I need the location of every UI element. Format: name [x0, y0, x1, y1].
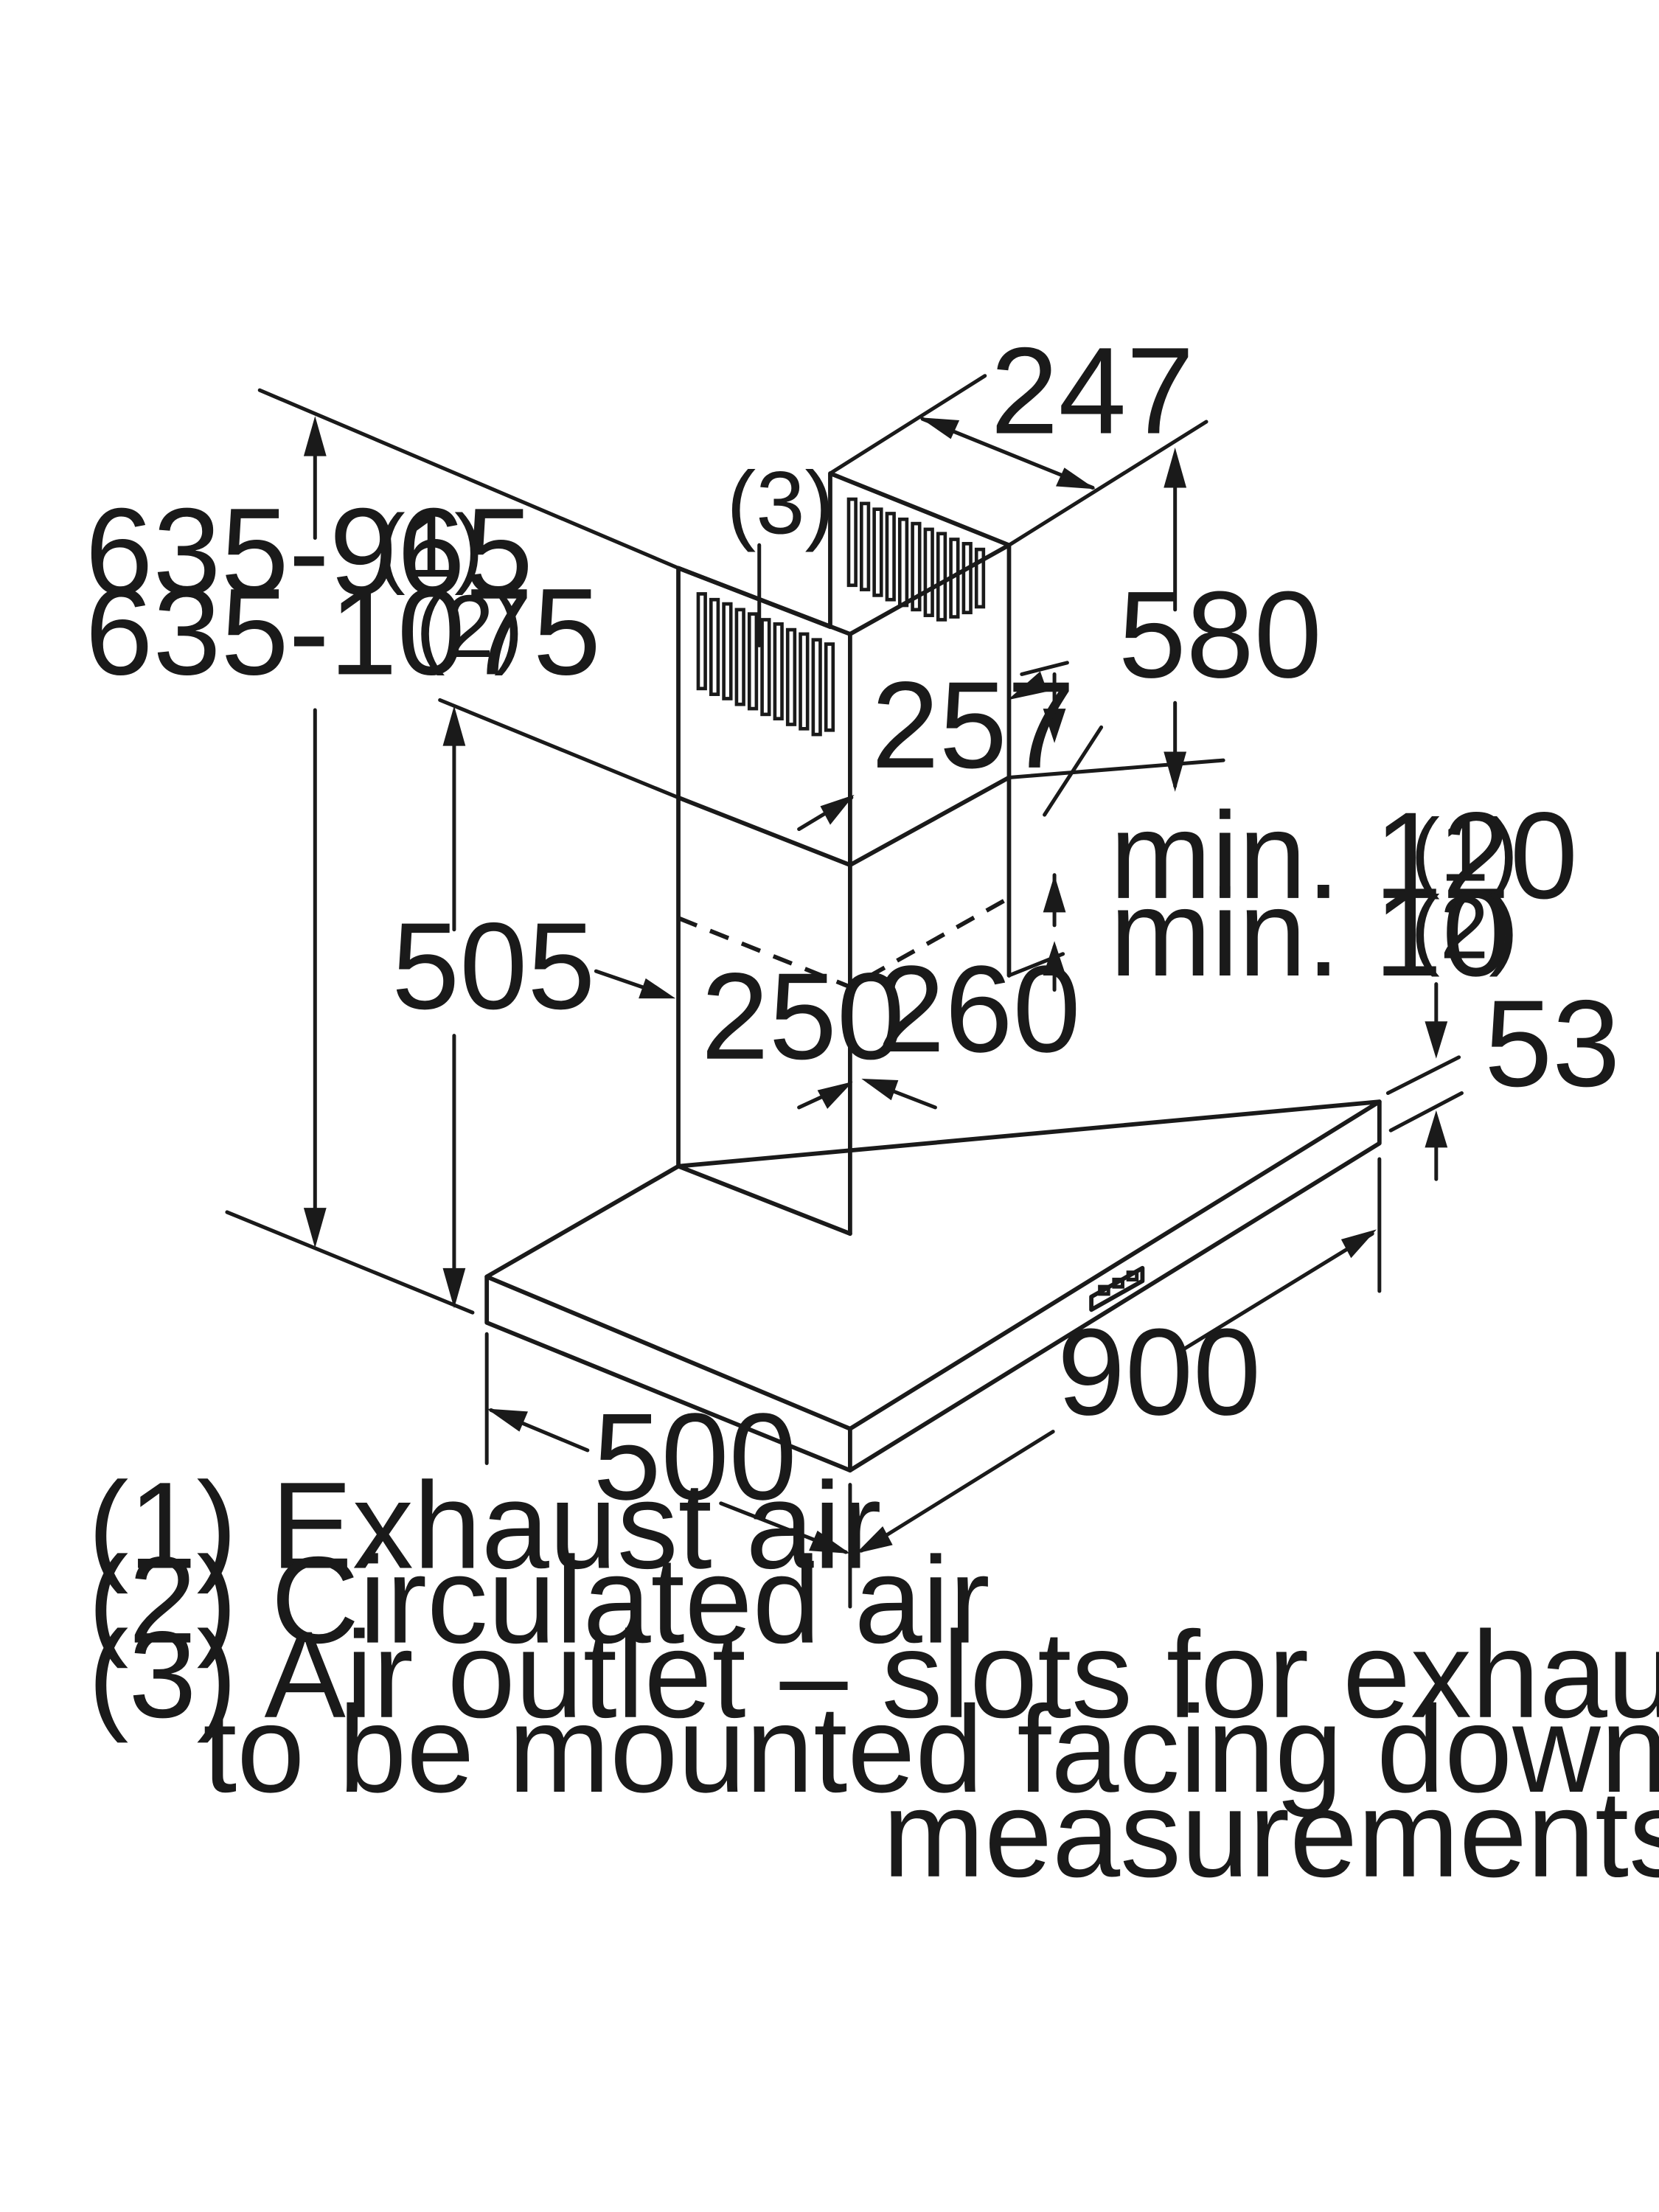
- canopy: [484, 1099, 1382, 1473]
- label-chimney-depth: 260: [877, 940, 1080, 1078]
- dimension-labels: 635-965 (1) 635-1075 (2) (3) 247 580 257…: [85, 322, 1620, 1526]
- label-min-exhaust: min. 120: [1110, 787, 1578, 925]
- legend-item-exhaust-air: (1) Exhaust air: [88, 1457, 881, 1595]
- extension-lines: [225, 374, 1464, 1609]
- legend-item-circulated-air: (2) Circulated air: [88, 1531, 990, 1669]
- upper-chimney: [676, 471, 1012, 868]
- label-lower-chimney-height: 505: [392, 897, 595, 1035]
- label-air-outlet-ref: (3): [726, 453, 834, 553]
- ref-min-circulated: (2): [1411, 878, 1518, 978]
- lower-chimney: [676, 775, 1012, 1237]
- units-note: measurements in mm: [883, 1765, 1659, 1903]
- ref-min-exhaust: (1): [1411, 801, 1518, 900]
- ref-circulated: (2): [416, 577, 524, 676]
- label-total-height-circulated: 635-1075: [85, 563, 600, 701]
- air-outlet-slots-back: [846, 497, 986, 622]
- legend-item-air-outlet-cont: to be mounted facing down: [203, 1680, 1659, 1818]
- dimension-lines: [303, 416, 1448, 1554]
- label-chimney-depth-top: 247: [990, 322, 1194, 460]
- label-min-circulated: min. 10: [1110, 864, 1510, 1002]
- label-hood-width: 900: [1057, 1303, 1261, 1441]
- air-outlet-slots-front: [696, 592, 835, 737]
- legend-item-air-outlet: (3) Air outlet – slots for exhaust air: [88, 1606, 1659, 1744]
- label-total-height-exhaust: 635-965: [85, 483, 532, 621]
- label-upper-chimney-height: 580: [1119, 566, 1322, 703]
- label-upper-chimney-inset: 257: [872, 656, 1075, 794]
- ref-exhaust: (1): [376, 497, 484, 597]
- legend: (1) Exhaust air (2) Circulated air (3) A…: [88, 1457, 1659, 1903]
- label-chimney-width: 250: [701, 947, 905, 1085]
- label-canopy-thickness: 53: [1484, 975, 1620, 1113]
- control-panel: [1089, 1265, 1145, 1312]
- label-hood-depth: 500: [594, 1388, 797, 1526]
- minimum-overlap-line: [677, 896, 1010, 990]
